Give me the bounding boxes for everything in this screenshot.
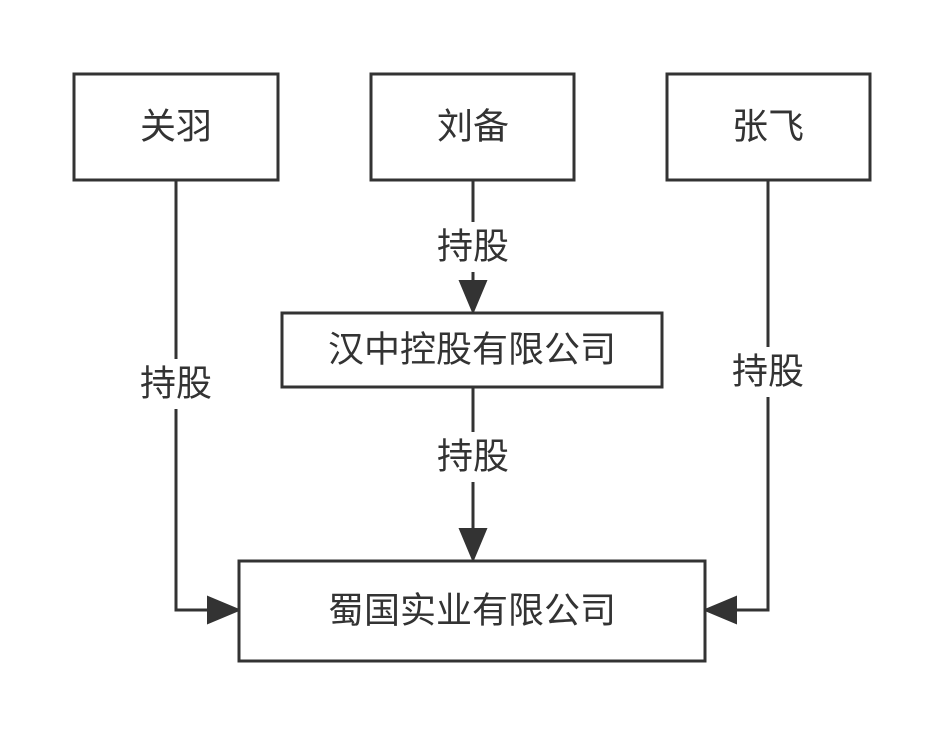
node-shuguo[interactable]: 蜀国实业有限公司 — [237, 559, 707, 663]
node-label-zhangfei: 张飞 — [732, 107, 804, 148]
node-liubei[interactable]: 刘备 — [369, 72, 576, 182]
edge-label-hanzhong-shuguo: 持股 — [437, 437, 509, 478]
node-label-liubei: 刘备 — [437, 107, 509, 148]
node-guanyu[interactable]: 关羽 — [72, 72, 280, 182]
arrowhead-icon — [458, 528, 488, 563]
edge-liubei-to-hanzhong: 持股 — [428, 180, 518, 315]
node-hanzhong[interactable]: 汉中控股有限公司 — [280, 311, 664, 389]
node-zhangfei[interactable]: 张飞 — [665, 72, 872, 182]
edge-label-liubei-hanzhong: 持股 — [437, 227, 509, 268]
node-label-hanzhong: 汉中控股有限公司 — [328, 330, 616, 371]
arrowhead-icon — [702, 595, 737, 625]
node-label-shuguo: 蜀国实业有限公司 — [328, 591, 616, 632]
edge-hanzhong-to-shuguo: 持股 — [428, 387, 518, 563]
node-label-guanyu: 关羽 — [140, 107, 212, 148]
arrowhead-icon — [207, 595, 242, 625]
edge-guanyu-to-shuguo: 持股 — [131, 180, 242, 625]
edge-zhangfei-to-shuguo: 持股 — [702, 180, 813, 625]
edge-label-zhangfei-shuguo: 持股 — [732, 352, 804, 393]
edge-label-guanyu-shuguo: 持股 — [140, 364, 212, 405]
arrowhead-icon — [458, 280, 488, 315]
